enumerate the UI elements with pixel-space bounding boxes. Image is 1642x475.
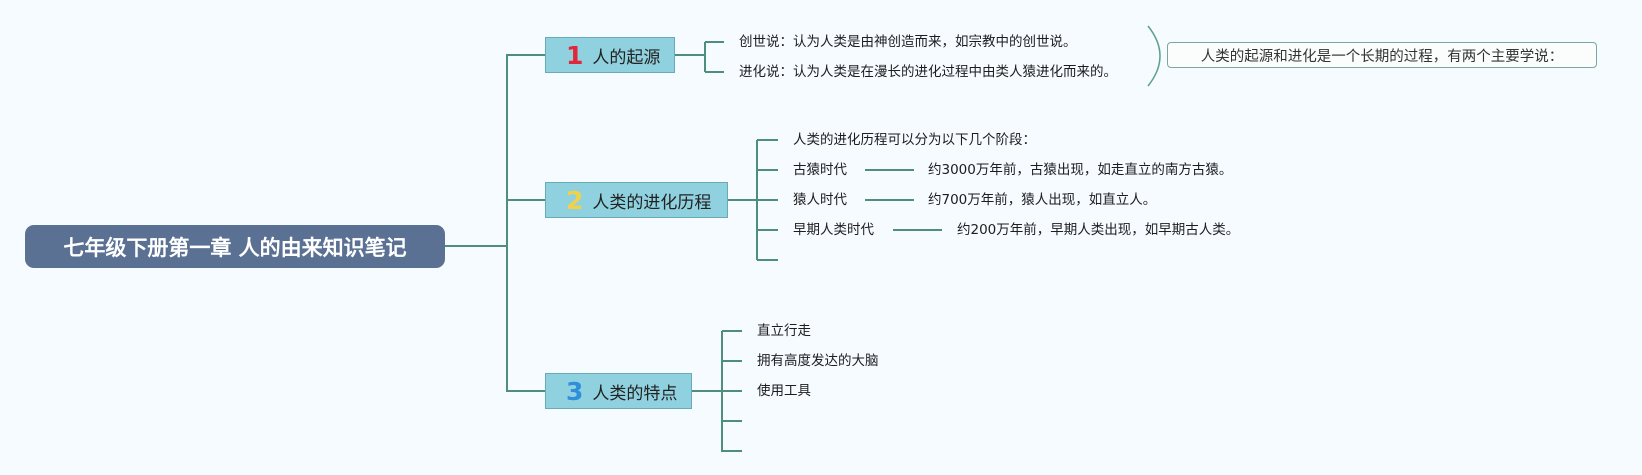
number-badge-3: 3 [566, 376, 584, 406]
trait-tool-use[interactable]: 使用工具 [757, 383, 811, 399]
branch-label: 人类的进化历程 [592, 192, 712, 213]
number-badge-2: 2 [566, 185, 584, 215]
trait-upright-walking[interactable]: 直立行走 [757, 323, 811, 339]
stage-desc-ape-man[interactable]: 约700万年前，猿人出现，如直立人。 [928, 192, 1157, 208]
branch-label: 人类的特点 [592, 383, 678, 404]
stage-name-early-human[interactable]: 早期人类时代 [793, 222, 874, 238]
trait-developed-brain[interactable]: 拥有高度发达的大脑 [757, 353, 879, 369]
branch-label: 人的起源 [592, 47, 661, 68]
stage-desc-early-human[interactable]: 约200万年前，早期人类出现，如早期古人类。 [957, 222, 1240, 238]
stage-desc-ancient-ape[interactable]: 约3000万年前，古猿出现，如走直立的南方古猿。 [928, 162, 1233, 178]
root-title: 七年级下册第一章 人的由来知识笔记 [63, 235, 407, 260]
branch-node-evolution[interactable]: 2 人类的进化历程 [545, 182, 728, 218]
stage-name-ancient-ape[interactable]: 古猿时代 [793, 162, 847, 178]
summary-brace [1147, 25, 1161, 87]
root-node[interactable]: 七年级下册第一章 人的由来知识笔记 [25, 225, 445, 268]
branch-node-characteristics[interactable]: 3 人类的特点 [545, 373, 692, 409]
stage-name-ape-man[interactable]: 猿人时代 [793, 192, 847, 208]
topic-evolution-intro[interactable]: 人类的进化历程可以分为以下几个阶段： [793, 132, 1036, 148]
topic-creation-theory[interactable]: 创世说：认为人类是由神创造而来，如宗教中的创世说。 [739, 34, 1077, 50]
summary-callout[interactable]: 人类的起源和进化是一个长期的过程，有两个主要学说： [1167, 42, 1597, 68]
summary-text: 人类的起源和进化是一个长期的过程，有两个主要学说： [1200, 48, 1564, 65]
topic-evolution-theory[interactable]: 进化说：认为人类是在漫长的进化过程中由类人猿进化而来的。 [739, 64, 1117, 80]
number-badge-1: 1 [566, 40, 584, 70]
branch-node-origin[interactable]: 1 人的起源 [545, 37, 675, 73]
